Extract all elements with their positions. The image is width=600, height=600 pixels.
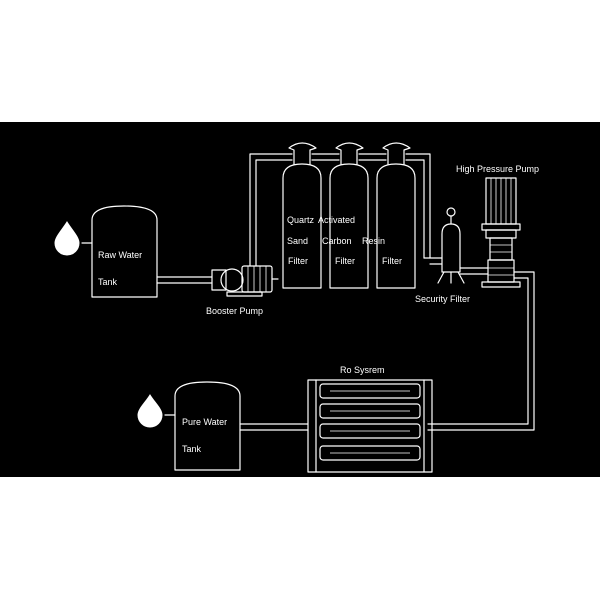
security-filter-label: Security Filter: [415, 294, 470, 304]
pipe-pump-to-filters: [249, 153, 443, 267]
ro-system: [307, 379, 433, 473]
ro-membrane: [319, 445, 421, 461]
ro-membrane: [319, 423, 421, 439]
high-pressure-pump: [481, 177, 521, 288]
filter-label-resin: Resin: [362, 236, 385, 246]
filter-label-sand: Sand: [287, 236, 308, 246]
raw-water-tank: [81, 205, 158, 298]
diagram-background: [0, 122, 600, 477]
raw-tank-label-line2: Tank: [98, 277, 118, 287]
pipe-hp-pump-to-ro: [427, 271, 535, 431]
ro-membrane: [319, 403, 421, 419]
booster-pump-label: Booster Pump: [206, 306, 263, 316]
pipe-tank-to-pump: [156, 276, 213, 284]
ro-membrane: [319, 383, 421, 399]
ro-system-label: Ro Sysrem: [340, 365, 385, 375]
filter1-bottom-label: Filter: [288, 256, 308, 266]
filter2-bottom-label: Filter: [335, 256, 355, 266]
filter-label-activated: Activated: [318, 215, 355, 225]
pure-water-tank: [164, 381, 241, 471]
filter3-bottom-label: Filter: [382, 256, 402, 266]
resin-filter: [376, 142, 416, 289]
quartz-sand-filter: [282, 142, 322, 289]
filter-label-carbon: Carbon: [322, 236, 352, 246]
pure-tank-label-line1: Pure Water: [182, 417, 227, 427]
water-drop-icon: [54, 221, 80, 256]
high-pressure-pump-label: High Pressure Pump: [456, 164, 539, 174]
pipe-security-to-hp-pump: [459, 267, 489, 275]
filter-label-quartz: Quartz: [287, 215, 315, 225]
raw-tank-label-line1: Raw Water: [98, 250, 142, 260]
booster-pump: [211, 265, 279, 297]
water-drop-icon: [137, 394, 163, 428]
pipe-ro-to-pure-tank: [239, 423, 309, 431]
pure-tank-label-line2: Tank: [182, 444, 202, 454]
activated-carbon-filter: [329, 142, 369, 289]
security-filter: [437, 207, 465, 284]
